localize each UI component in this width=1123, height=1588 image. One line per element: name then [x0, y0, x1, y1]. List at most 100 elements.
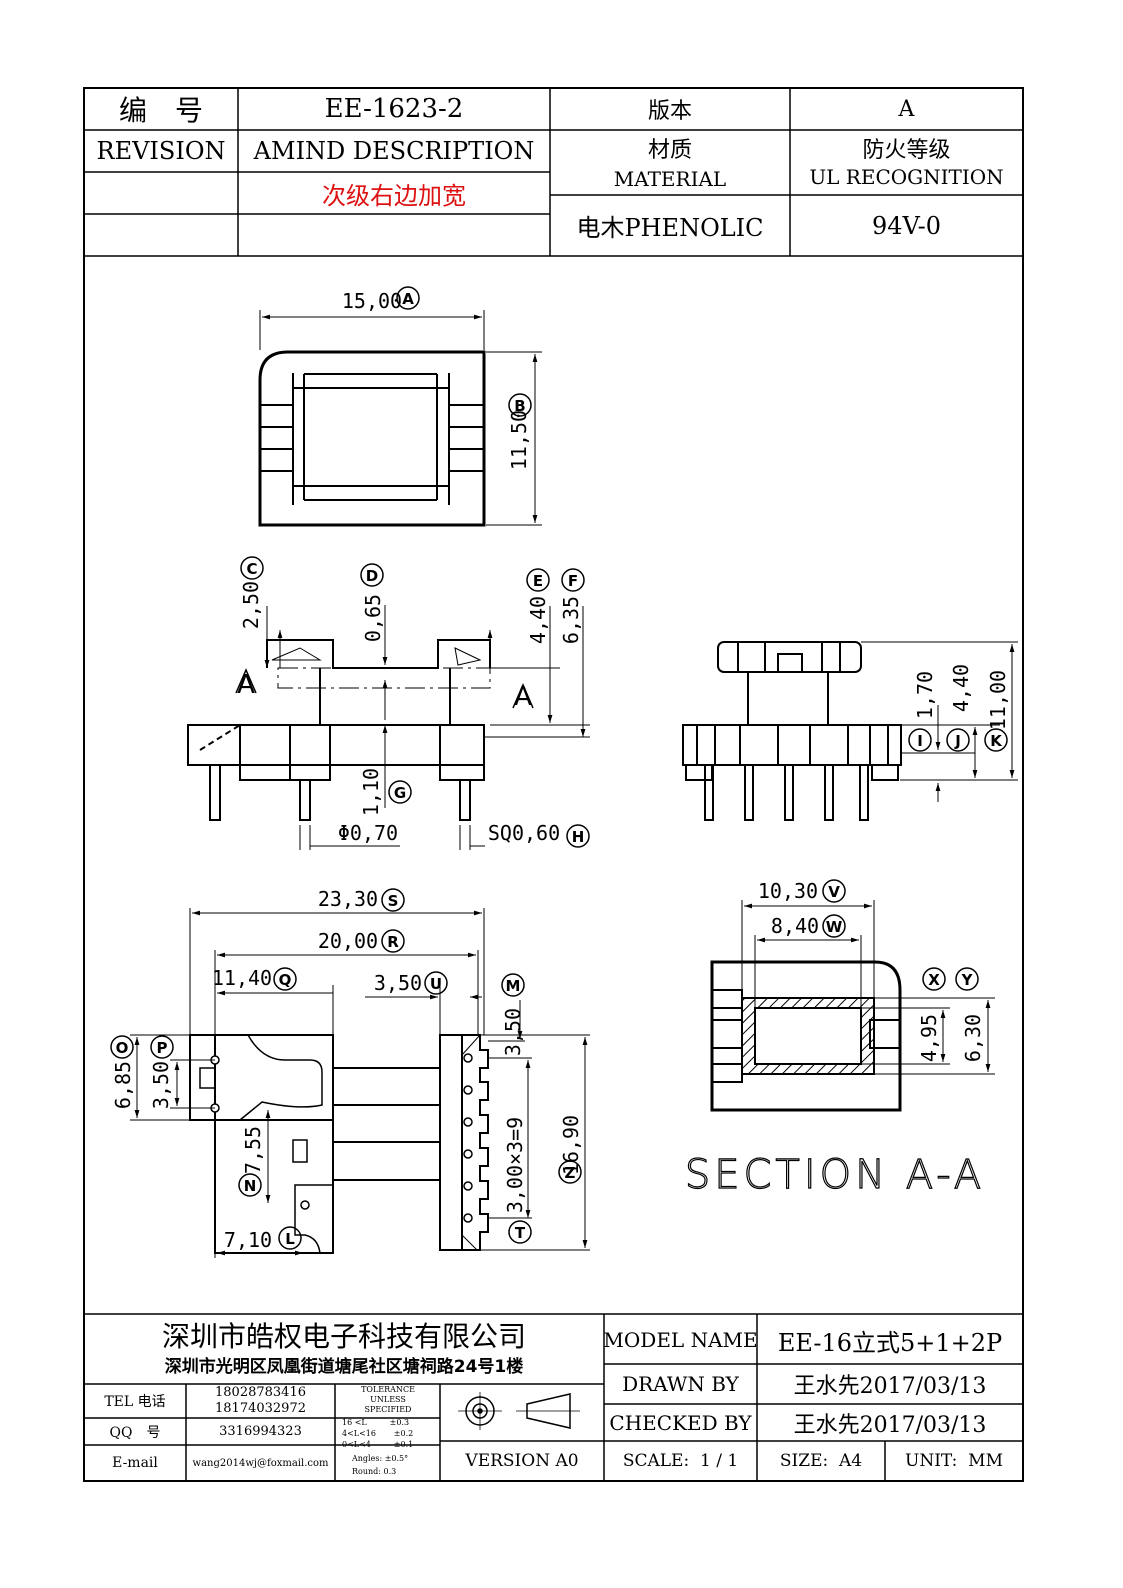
tol-line-1: UNLESS — [370, 1395, 406, 1404]
dim-f: 6,35 — [559, 596, 583, 644]
svg-text:U: U — [430, 975, 442, 993]
front-view — [187, 639, 491, 821]
top-view-dims — [259, 310, 542, 526]
cut-label-left: A — [237, 670, 255, 700]
company-address: 深圳市光明区凤凰街道塘尾社区塘祠路24号1楼 — [164, 1356, 524, 1377]
version-label: 版本 — [647, 99, 692, 124]
email-label: E-mail — [112, 1455, 158, 1471]
marker-z: Z — [558, 1160, 582, 1184]
dim-s: 23,30 — [318, 887, 378, 911]
side-view — [682, 641, 902, 821]
svg-text:Q: Q — [279, 971, 292, 989]
svg-text:E: E — [533, 572, 543, 590]
marker-y: Y — [955, 967, 979, 991]
dim-t: 3,00×3=9 — [503, 1117, 527, 1213]
marker-s: S — [381, 888, 405, 912]
unit: UNIT: MM — [905, 1451, 1003, 1471]
model-label: MODEL NAME — [603, 1328, 758, 1352]
marker-v: V — [822, 879, 846, 903]
tol-line-6: Angles: ±0.5° — [351, 1454, 408, 1463]
marker-q: Q — [273, 967, 297, 991]
material-label-en: MATERIAL — [613, 167, 727, 191]
tol-line-0: TOLERANCE — [361, 1385, 415, 1394]
sheet-border — [83, 87, 1024, 1482]
svg-text:T: T — [515, 1224, 526, 1242]
company-name: 深圳市皓权电子科技有限公司 — [161, 1320, 526, 1353]
tel-label: TEL 电话 — [104, 1394, 166, 1410]
marker-h: H — [566, 824, 590, 848]
marker-k: K — [984, 728, 1008, 752]
tol-line-2: SPECIFIED — [365, 1405, 412, 1414]
checked-label: CHECKED BY — [609, 1410, 752, 1435]
fire-value: 94V-0 — [871, 211, 942, 240]
dim-v: 10,30 — [758, 879, 818, 903]
marker-e: E — [526, 568, 550, 592]
marker-m: M — [501, 973, 525, 997]
tol-line-5: 0<L<4 ±0.1 — [342, 1440, 413, 1449]
dim-i: 1,70 — [913, 671, 937, 719]
dim-o: 6,85 — [111, 1061, 135, 1109]
svg-text:S: S — [388, 892, 399, 910]
dim-m: 3,50 — [501, 1008, 525, 1056]
cut-label-right: A — [514, 682, 532, 712]
side-view-dims — [861, 641, 1018, 802]
svg-text:N: N — [244, 1177, 257, 1195]
svg-text:G: G — [394, 784, 406, 802]
svg-text:D: D — [366, 567, 378, 585]
material-label-cn: 材质 — [647, 138, 692, 163]
svg-text:L: L — [285, 1230, 295, 1248]
marker-r: R — [381, 929, 405, 953]
marker-d: D — [360, 563, 384, 587]
dim-j: 4,40 — [949, 664, 973, 712]
fire-label-en: UL RECOGNITION — [809, 165, 1004, 189]
dim-e: 4,40 — [526, 596, 550, 644]
dim-b: 11,50 — [507, 410, 531, 470]
tel-number-1: 18028783416 — [215, 1385, 306, 1400]
title-block-grid — [84, 1313, 1023, 1481]
top-view — [258, 350, 486, 527]
model-value: EE-16立式5+1+2P — [777, 1328, 1003, 1357]
svg-text:W: W — [826, 918, 843, 936]
dim-p: 3,50 — [149, 1061, 173, 1109]
dim-h: SQ0,60 — [488, 821, 560, 845]
svg-text:K: K — [990, 732, 1003, 750]
svg-text:O: O — [116, 1039, 129, 1057]
qq-label: QQ 号 — [109, 1424, 161, 1441]
version-value: A — [898, 96, 915, 122]
drawn-label: DRAWN BY — [622, 1372, 739, 1396]
tol-line-3: 16 <L ±0.3 — [342, 1418, 409, 1427]
svg-text:J: J — [954, 732, 961, 750]
header-grid — [84, 88, 1023, 257]
description-label: AMIND DESCRIPTION — [253, 137, 535, 165]
marker-b: B — [508, 393, 532, 417]
svg-text:F: F — [568, 572, 578, 590]
dim-n: 7,55 — [241, 1126, 265, 1174]
marker-u: U — [424, 971, 448, 995]
dim-x: 4,95 — [917, 1014, 941, 1062]
dim-g: 1,10 — [359, 768, 383, 816]
drawn-value: 王水先2017/03/13 — [793, 1374, 987, 1399]
checked-value: 王水先2017/03/13 — [793, 1412, 987, 1438]
svg-text:M: M — [506, 977, 521, 995]
marker-a: A — [396, 286, 420, 310]
marker-c: C — [240, 556, 264, 580]
bottom-view — [189, 1034, 489, 1254]
svg-text:A: A — [402, 290, 414, 308]
svg-text:Y: Y — [961, 971, 974, 989]
dim-diameter: Φ0,70 — [338, 821, 398, 845]
marker-n: N — [238, 1173, 262, 1197]
svg-text:V: V — [828, 883, 840, 901]
section-view — [710, 960, 902, 1112]
marker-l: L — [278, 1226, 302, 1250]
marker-o: O — [110, 1035, 134, 1059]
fire-label-cn: 防火等级 — [862, 138, 951, 163]
projection-symbol — [458, 1392, 580, 1430]
dim-c: 2,50 — [239, 581, 263, 629]
number-label: 编 号 — [118, 94, 203, 127]
bottom-view-dims — [130, 908, 590, 1258]
version-code: VERSION A0 — [465, 1451, 579, 1471]
tol-line-4: 4<L<16 ±0.2 — [342, 1429, 413, 1438]
marker-j: J — [946, 728, 970, 752]
size: SIZE: A4 — [779, 1451, 863, 1471]
